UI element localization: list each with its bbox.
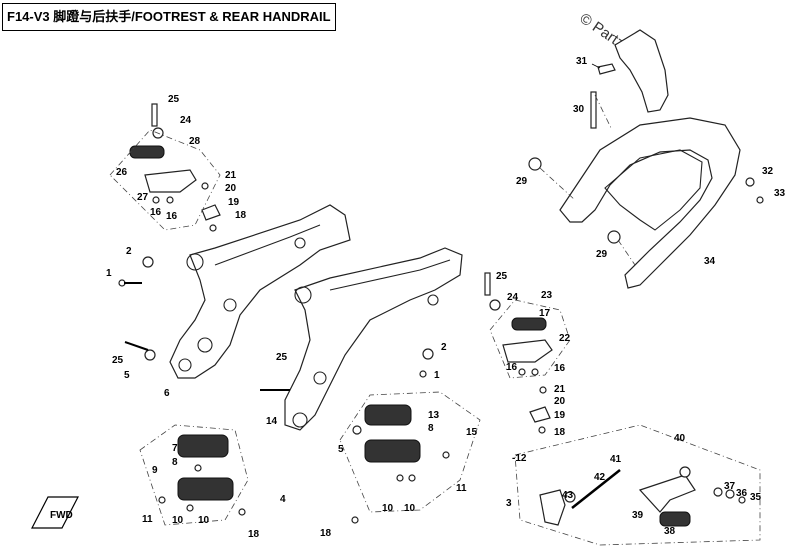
fwd-label: FWD bbox=[50, 510, 73, 521]
callout-42: 42 bbox=[594, 472, 606, 483]
callout-7: 7 bbox=[172, 443, 178, 454]
handrail-cover[interactable] bbox=[614, 29, 669, 113]
rider-footrest-rubber[interactable] bbox=[511, 317, 547, 331]
callout-2: 2 bbox=[441, 342, 447, 353]
lower-left-footrest bbox=[139, 424, 249, 526]
callout-40: 40 bbox=[674, 433, 686, 444]
callout-16: 16 bbox=[506, 362, 518, 373]
handrail-bolt-left[interactable] bbox=[528, 157, 542, 171]
callout-17: 17 bbox=[539, 308, 551, 319]
callout-10: 10 bbox=[404, 503, 416, 514]
callout-24: 24 bbox=[507, 292, 519, 303]
upper-left-footrest bbox=[109, 103, 221, 232]
callout-11: 11 bbox=[142, 514, 153, 525]
right-bracket-body[interactable] bbox=[284, 247, 463, 431]
callout-18: 18 bbox=[248, 529, 260, 540]
callout-3: 3 bbox=[506, 498, 512, 509]
handrail-bolt-lower[interactable] bbox=[607, 230, 621, 244]
right-rider-footrest bbox=[484, 272, 571, 434]
pedal-rubber[interactable] bbox=[659, 511, 691, 527]
fwd-arrow: FWD bbox=[31, 496, 79, 529]
rear-handrail-assembly bbox=[528, 29, 764, 289]
callout-26: 26 bbox=[116, 167, 128, 178]
callouts: 25 24 28 26 21 20 27 19 16 16 18 2 1 25 … bbox=[106, 56, 786, 540]
callout-25: 25 bbox=[168, 94, 180, 105]
callout-10: 10 bbox=[382, 503, 394, 514]
footrest-peg[interactable] bbox=[144, 169, 197, 193]
callout-16: 16 bbox=[150, 207, 162, 218]
callout-38: 38 bbox=[664, 526, 676, 537]
callout-27: 27 bbox=[137, 192, 149, 203]
left-footrest-bracket bbox=[169, 204, 351, 379]
callout-1: 1 bbox=[106, 268, 112, 279]
right-footrest-bracket bbox=[284, 247, 463, 431]
handrail-bolt[interactable] bbox=[590, 91, 597, 129]
callout-2: 2 bbox=[126, 246, 132, 257]
callout-20: 20 bbox=[225, 183, 237, 194]
callout-18: 18 bbox=[235, 210, 247, 221]
callout-22: 22 bbox=[559, 333, 571, 344]
callout-19: 19 bbox=[554, 410, 566, 421]
footrest-rubber[interactable] bbox=[129, 145, 165, 159]
callout-25: 25 bbox=[276, 352, 288, 363]
callout-28: 28 bbox=[189, 136, 201, 147]
nut[interactable] bbox=[756, 196, 764, 204]
left-bracket-body[interactable] bbox=[169, 204, 351, 379]
callout-4: 4 bbox=[280, 494, 286, 505]
callout-16: 16 bbox=[554, 363, 566, 374]
callout-25: 25 bbox=[112, 355, 124, 366]
callout-19: 19 bbox=[228, 197, 240, 208]
rear-handrail[interactable] bbox=[559, 117, 741, 289]
brake-pedal[interactable] bbox=[638, 474, 696, 513]
callout-34: 34 bbox=[704, 256, 716, 267]
washer[interactable] bbox=[745, 177, 755, 187]
diagram-title: F14-V3 脚蹬与后扶手/FOOTREST & REAR HANDRAIL bbox=[2, 3, 336, 31]
callout-11: 11 bbox=[456, 483, 467, 494]
callout-13: 13 bbox=[428, 410, 440, 421]
callout-12: -12 bbox=[512, 453, 527, 464]
callout-30: 30 bbox=[573, 104, 585, 115]
callout-29: 29 bbox=[516, 176, 528, 187]
callout-39: 39 bbox=[632, 510, 644, 521]
pedal-bracket[interactable] bbox=[539, 489, 566, 526]
lower-center-footrest bbox=[339, 391, 481, 524]
callout-41: 41 bbox=[610, 454, 622, 465]
center-footrest-lower[interactable] bbox=[364, 439, 421, 463]
callout-33: 33 bbox=[774, 188, 786, 199]
callout-23: 23 bbox=[541, 290, 553, 301]
callout-8: 8 bbox=[428, 423, 434, 434]
callout-36: 36 bbox=[736, 488, 748, 499]
center-footrest-upper[interactable] bbox=[364, 404, 412, 426]
callout-18: 18 bbox=[554, 427, 566, 438]
callout-21: 21 bbox=[225, 170, 237, 181]
callout-24: 24 bbox=[180, 115, 192, 126]
callout-43: 43 bbox=[562, 490, 574, 501]
callout-6: 6 bbox=[164, 388, 170, 399]
passenger-footrest-upper[interactable] bbox=[177, 434, 229, 458]
callout-20: 20 bbox=[554, 396, 566, 407]
callout-10: 10 bbox=[198, 515, 210, 526]
callout-29: 29 bbox=[596, 249, 608, 260]
passenger-footrest-lower[interactable] bbox=[177, 477, 234, 501]
callout-1: 1 bbox=[434, 370, 440, 381]
callout-5: 5 bbox=[124, 370, 130, 381]
callout-8: 8 bbox=[172, 457, 178, 468]
callout-35: 35 bbox=[750, 492, 762, 503]
callout-5: 5 bbox=[338, 444, 344, 455]
callout-18: 18 bbox=[320, 528, 332, 539]
callout-15: 15 bbox=[466, 427, 478, 438]
callout-10: 10 bbox=[172, 515, 184, 526]
callout-37: 37 bbox=[724, 481, 736, 492]
rider-footrest-peg[interactable] bbox=[502, 339, 553, 363]
brake-pedal-assembly bbox=[514, 424, 761, 546]
callout-32: 32 bbox=[762, 166, 774, 177]
callout-21: 21 bbox=[554, 384, 566, 395]
callout-25: 25 bbox=[496, 271, 508, 282]
callout-9: 9 bbox=[152, 465, 158, 476]
callout-14: 14 bbox=[266, 416, 278, 427]
callout-16: 16 bbox=[166, 211, 178, 222]
callout-31: 31 bbox=[576, 56, 588, 67]
